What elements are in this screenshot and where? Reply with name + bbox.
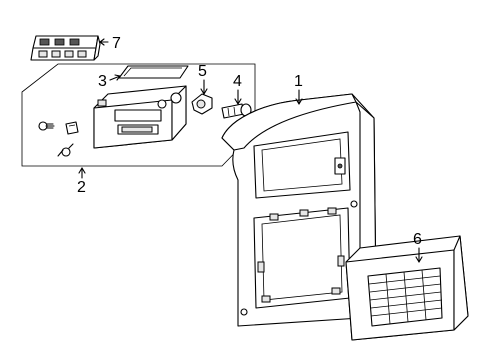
callout-3: 3 [98, 73, 107, 90]
part-1-console-bezel [221, 93, 377, 327]
callout-2: 2 [77, 179, 86, 196]
part-2-control-panel [93, 85, 187, 149]
leader-lines [78, 38, 423, 263]
part-2-push-pin [57, 143, 74, 157]
callout-7: 7 [112, 35, 121, 52]
callout-1: 1 [294, 73, 303, 90]
callout-4: 4 [233, 73, 242, 90]
part-6-vent-grille [345, 235, 469, 341]
callout-5: 5 [198, 63, 207, 80]
part-2-clip [65, 121, 79, 135]
part-7-switch-module [30, 35, 101, 61]
part-2-screw [38, 121, 55, 131]
part-5-lamp-socket [191, 93, 213, 115]
part-3-trim-strip [118, 65, 189, 79]
callout-6: 6 [413, 231, 422, 248]
